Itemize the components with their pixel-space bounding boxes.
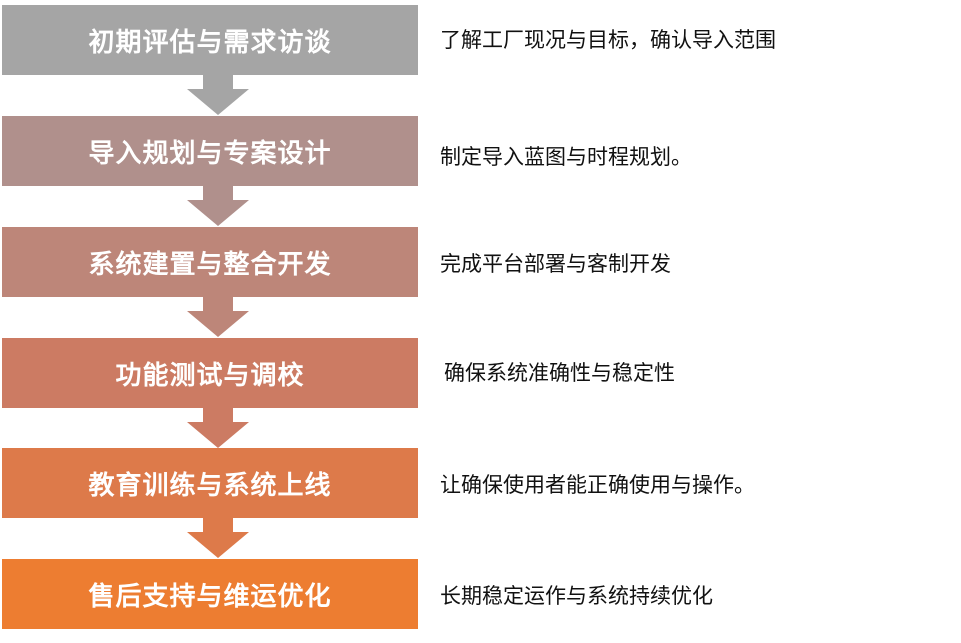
step-description: 完成平台部署与客制开发 bbox=[440, 252, 671, 276]
down-arrow-icon bbox=[187, 297, 249, 337]
step-box: 售后支持与维运优化 bbox=[2, 559, 418, 629]
step-description: 了解工厂现况与目标，确认导入范围 bbox=[440, 28, 776, 52]
down-arrow-icon bbox=[187, 518, 249, 558]
step-description: 确保系统准确性与稳定性 bbox=[444, 361, 675, 385]
step-description: 让确保使用者能正确使用与操作。 bbox=[440, 473, 755, 497]
step-description: 制定导入蓝图与时程规划。 bbox=[440, 145, 692, 169]
step-box: 导入规划与专案设计 bbox=[2, 116, 418, 186]
step-box: 初期评估与需求访谈 bbox=[2, 5, 418, 75]
down-arrow-icon bbox=[187, 408, 249, 448]
down-arrow-icon bbox=[187, 186, 249, 226]
step-box: 功能测试与调校 bbox=[2, 338, 418, 408]
step-box: 教育训练与系统上线 bbox=[2, 448, 418, 518]
step-box: 系统建置与整合开发 bbox=[2, 227, 418, 297]
step-description: 长期稳定运作与系统持续优化 bbox=[440, 584, 713, 608]
down-arrow-icon bbox=[187, 75, 249, 115]
